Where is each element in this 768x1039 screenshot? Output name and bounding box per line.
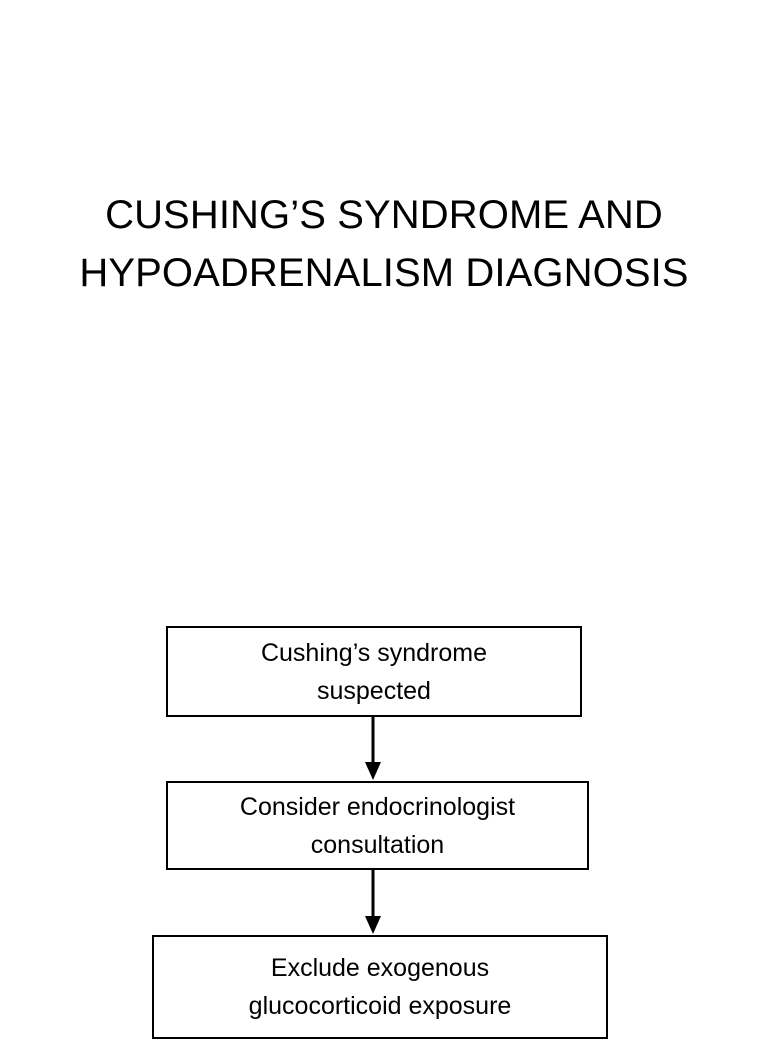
flow-node-consider-endocrinologist-consultation: Consider endocrinologist consultation <box>166 781 589 870</box>
flow-node-label-line-2: suspected <box>317 676 431 705</box>
flow-node-label: Consider endocrinologist consultation <box>230 788 525 864</box>
flow-arrow-down-2 <box>360 869 386 936</box>
flow-node-label-line-1: Cushing’s syndrome <box>260 638 488 667</box>
flow-node-label-line-1: Exclude exogenous <box>270 954 490 982</box>
flow-node-label-line-2: consultation <box>310 830 445 859</box>
page-title: CUSHING’S SYNDROME AND HYPOADRENALISM DI… <box>0 186 768 302</box>
flow-node-label: Exclude exogenous glucocorticoid exposur… <box>239 949 522 1025</box>
flow-node-cushings-syndrome-suspected: Cushing’s syndrome suspected <box>166 626 582 717</box>
flow-arrow-down-1 <box>360 716 386 782</box>
flow-node-label: Cushing’s syndrome suspected <box>251 634 497 710</box>
flow-node-exclude-exogenous-glucocorticoid-exposure: Exclude exogenous glucocorticoid exposur… <box>152 935 608 1039</box>
flow-node-label-line-2: glucocorticoid exposure <box>248 992 512 1020</box>
page-title-line-1: CUSHING’S SYNDROME AND <box>105 193 663 237</box>
flow-node-label-line-1: Consider endocrinologist <box>239 792 516 821</box>
page-title-line-2: HYPOADRENALISM DIAGNOSIS <box>79 251 689 295</box>
